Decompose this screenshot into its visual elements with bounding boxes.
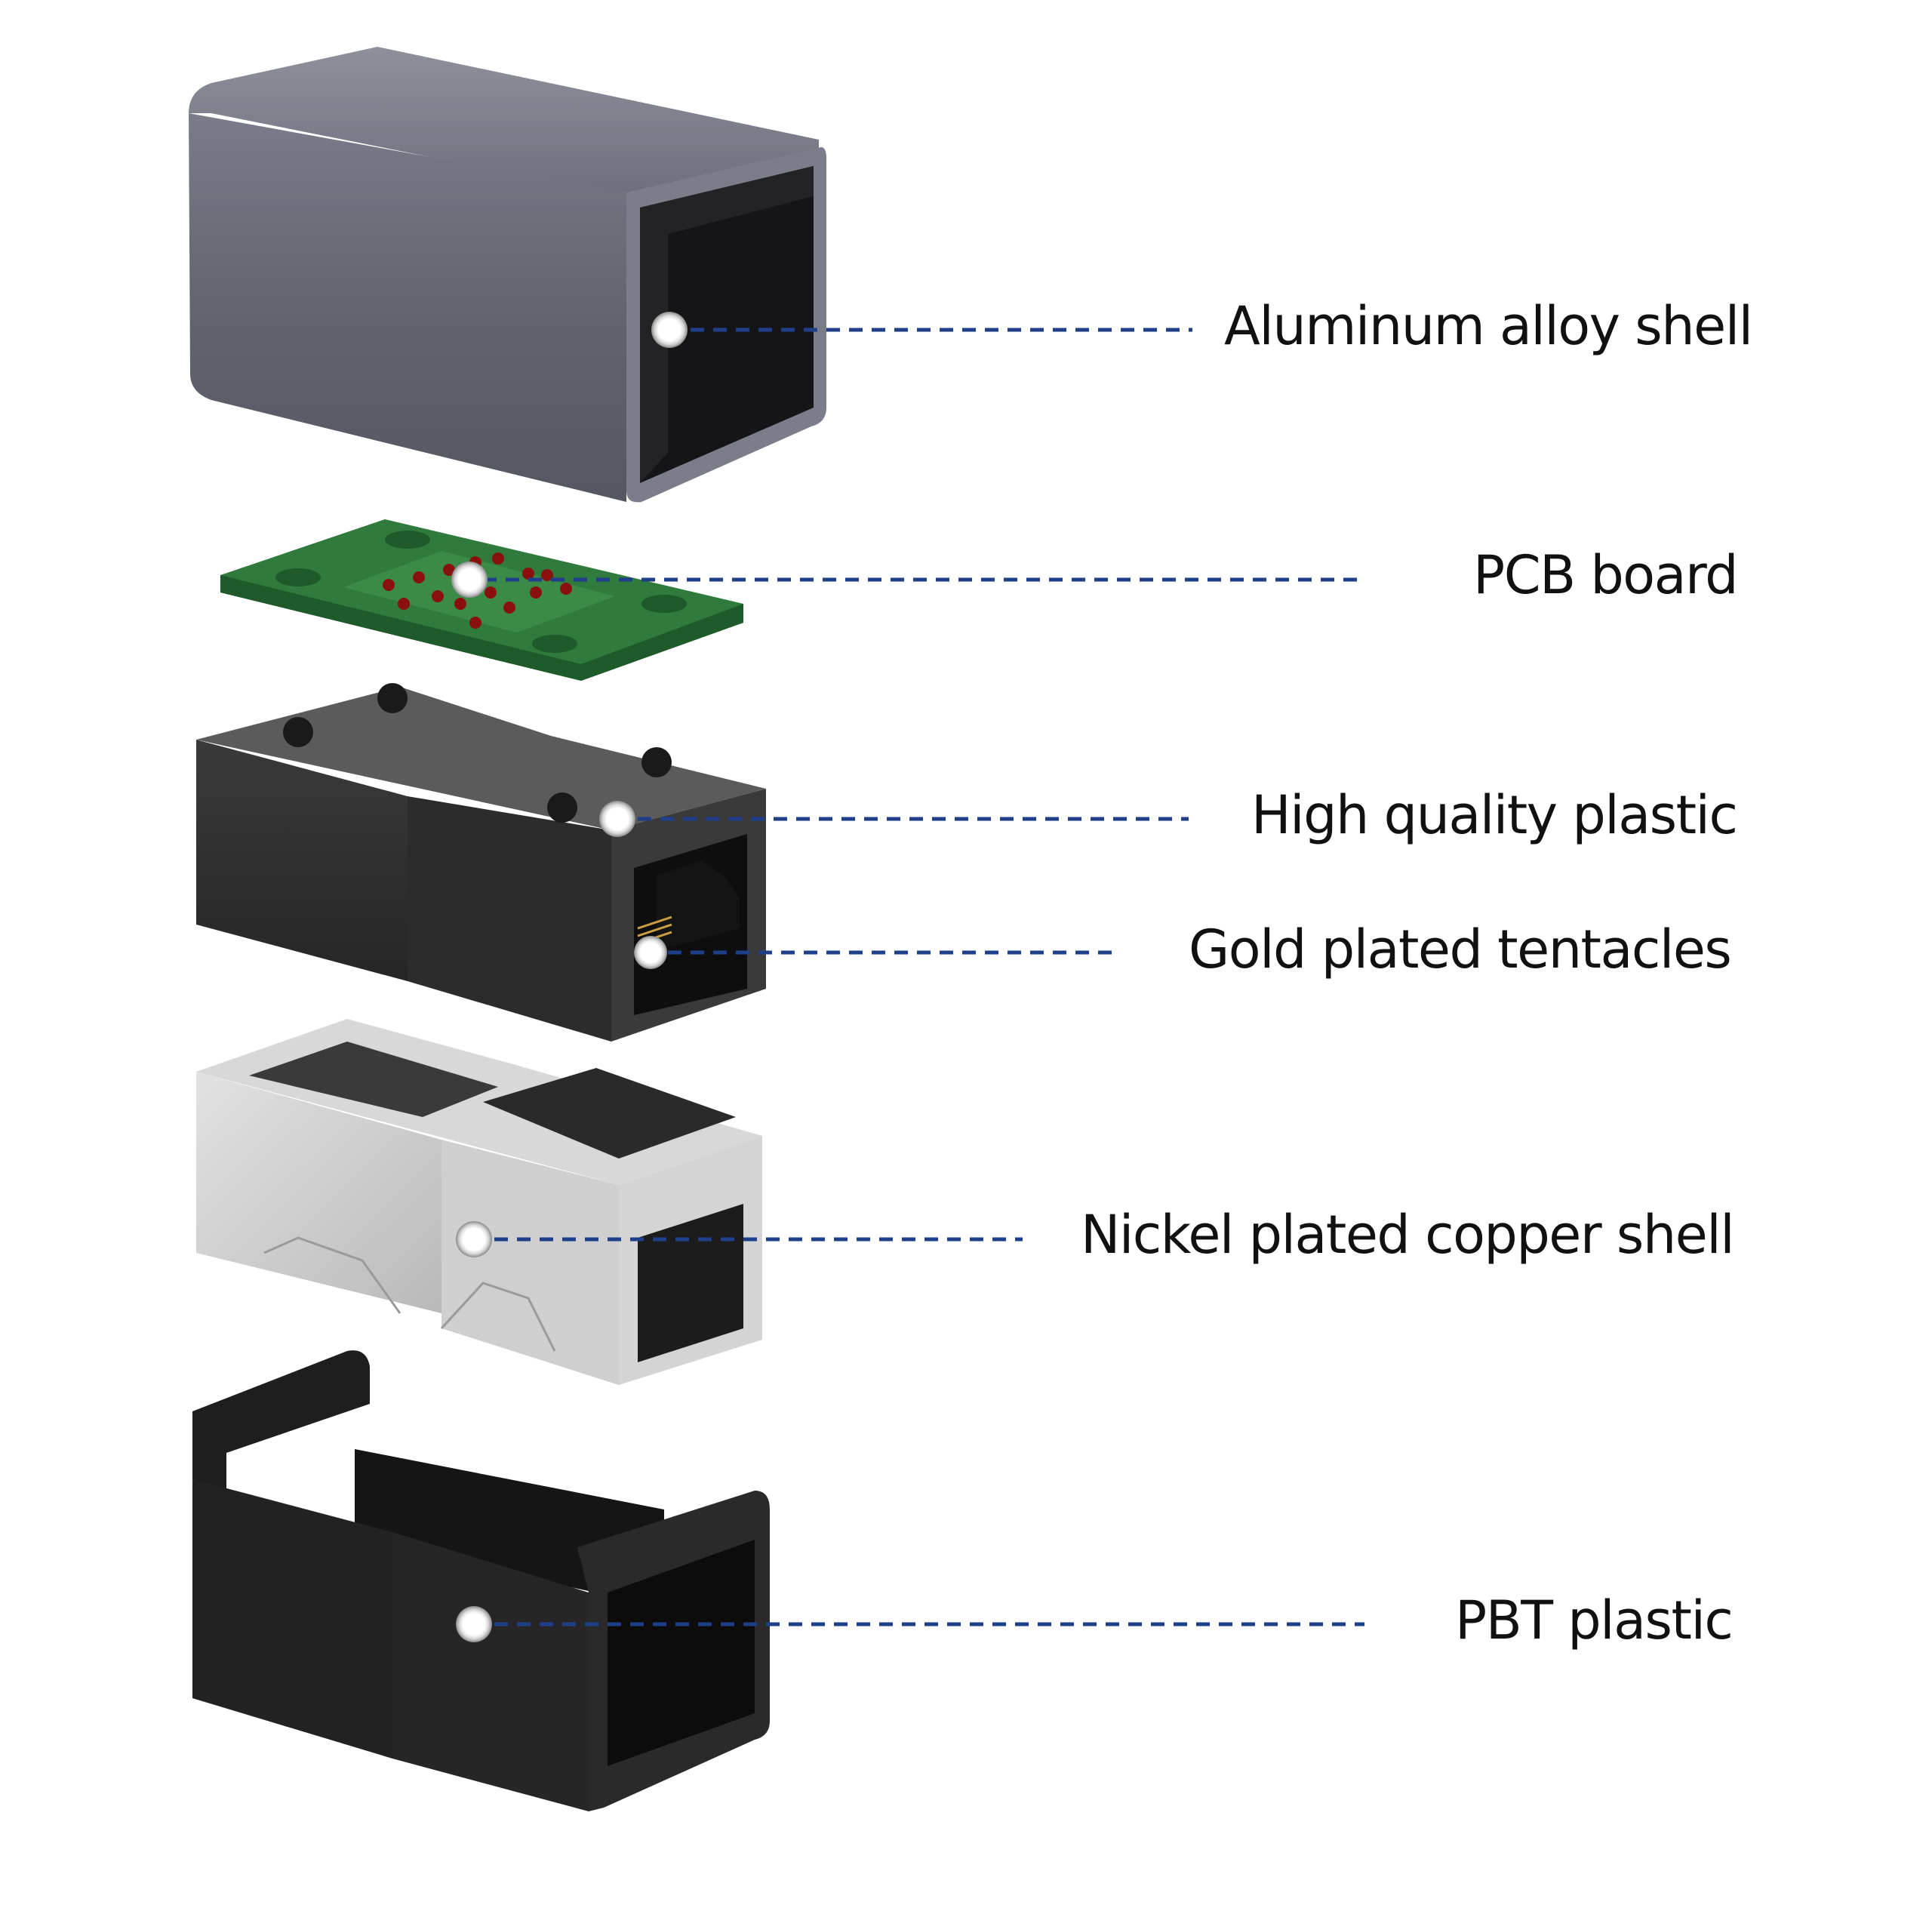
nickel-shell-illustration: [196, 1019, 762, 1385]
marker-dot-plastic: [599, 801, 635, 837]
label-high-quality-plastic: High quality plastic: [1251, 784, 1738, 846]
marker-dots: [451, 312, 688, 1642]
marker-dot-aluminum: [651, 312, 688, 348]
pbt-frame-illustration: [192, 1350, 770, 1811]
label-pcb-board: PCB board: [1473, 544, 1739, 606]
marker-dot-pbt: [456, 1606, 492, 1642]
marker-dot-gold: [634, 936, 667, 969]
label-aluminum-alloy-shell: Aluminum alloy shell: [1224, 295, 1753, 357]
marker-dot-pcb: [451, 562, 488, 598]
leader-lines: [483, 328, 1364, 1626]
label-pbt-plastic: PBT plastic: [1455, 1589, 1734, 1651]
aluminum-shell-illustration: [189, 47, 826, 503]
label-nickel-plated-copper-shell: Nickel plated copper shell: [1081, 1204, 1735, 1266]
marker-dot-nickel: [456, 1221, 492, 1257]
pcb-board-illustration: [220, 519, 743, 681]
label-gold-plated-tentacles: Gold plated tentacles: [1189, 919, 1732, 980]
plastic-housing-illustration: [196, 683, 766, 1042]
